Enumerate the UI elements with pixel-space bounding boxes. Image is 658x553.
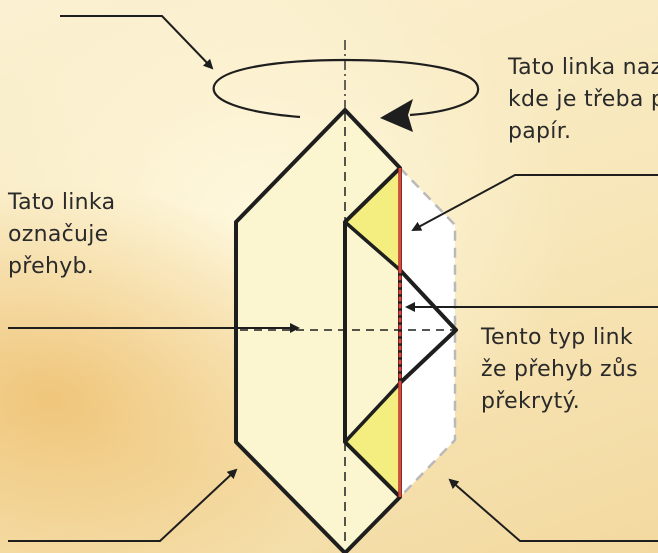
caption-line: Tento typ link [481, 322, 638, 354]
caption-line: překrytý. [481, 386, 638, 418]
hidden-fold-caption: Tento typ link že přehyb zůs překrytý. [481, 322, 638, 418]
caption-line: přehyb. [8, 251, 115, 283]
fold-line-caption: Tato linka označuje přehyb. [8, 187, 115, 283]
paper-shape [236, 110, 400, 553]
caption-line: Tato linka naz [508, 52, 658, 84]
leader-arrow-bottom-left [8, 470, 236, 541]
caption-line: papír. [508, 116, 658, 148]
leader-arrow-bottom-right [450, 480, 658, 541]
rotate-arrow-icon [380, 99, 413, 132]
edge-line-caption: Tato linka naz kde je třeba p papír. [508, 52, 658, 148]
caption-line: kde je třeba p [508, 84, 658, 116]
leader-arrow-top-left [60, 16, 212, 68]
hidden-paper-region [400, 168, 455, 497]
caption-line: že přehyb zůs [481, 354, 638, 386]
caption-line: označuje [8, 219, 115, 251]
caption-line: Tato linka [8, 187, 115, 219]
